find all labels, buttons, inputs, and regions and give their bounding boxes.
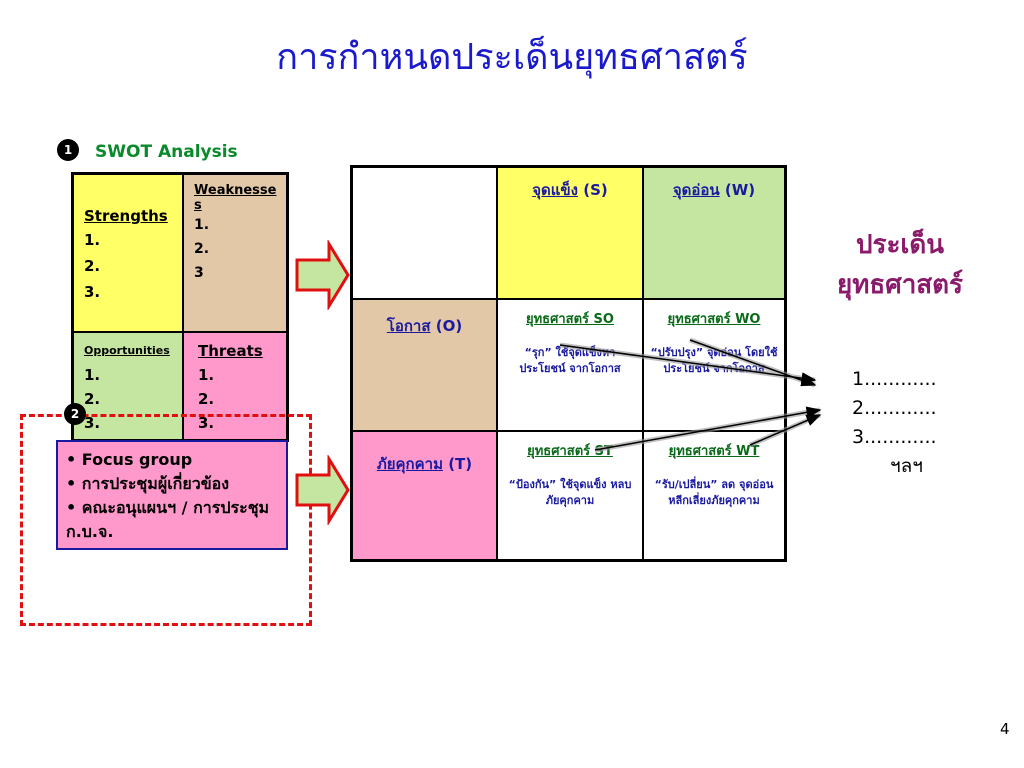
strengths-header-code: (S) [578, 181, 608, 199]
wt-strategy-desc: “รับ/เปลี่ยน” ลด จุดอ่อน หลีกเลี่ยงภัยคุ… [654, 478, 774, 507]
strengths-heading: Strengths [84, 207, 168, 225]
converging-arrows [559, 337, 822, 453]
threats-item: 2. [198, 390, 215, 408]
arrow-right-icon [295, 455, 350, 525]
weaknesses-cell: Weaknesses 1. 2. 3 [183, 174, 287, 332]
arrow-right-icon [295, 240, 350, 310]
arrow-line [689, 339, 817, 387]
focus-item: • การประชุมผู้เกี่ยวข้อง [66, 474, 230, 493]
weaknesses-heading: Weaknesses [194, 183, 277, 213]
opportunities-item: 3. [84, 414, 101, 432]
opportunities-header-code: (O) [430, 317, 463, 335]
focus-item: • Focus group [66, 450, 193, 469]
weaknesses-item: 2. [194, 241, 210, 257]
so-strategy-cell: ยุทธศาสตร์ SO “รุก” ใช้จุดแข็งหา ประโยชน… [497, 299, 643, 431]
opportunities-heading: Opportunities [84, 344, 170, 357]
wt-strategy-title: ยุทธศาสตร์ WT [668, 444, 760, 459]
opportunities-cell: Opportunities 1. 2. 3. [73, 332, 183, 440]
arrow-line [559, 344, 817, 385]
swot-grid: Strengths 1. 2. 3. Weaknesses 1. 2. 3 Op… [71, 172, 289, 442]
threats-header-code: (T) [442, 455, 473, 473]
focus-group-box: • Focus group • การประชุมผู้เกี่ยวข้อง •… [56, 440, 288, 550]
weaknesses-header-thai: จุดอ่อน [672, 181, 720, 199]
step-2-badge: 2 [64, 403, 86, 425]
strengths-header-thai: จุดแข็ง [532, 181, 579, 199]
so-strategy-title: ยุทธศาสตร์ SO [526, 312, 614, 327]
opportunities-item: 1. [84, 366, 101, 384]
strengths-item: 2. [84, 257, 101, 275]
opportunities-row-header: โอกาส (O) [352, 299, 497, 431]
dashed-highlight-box [20, 414, 312, 626]
issues-heading-line2: ยุทธศาสตร์ [836, 270, 964, 300]
issues-heading-line1: ประเด็น [856, 230, 944, 260]
step-1-badge: 1 [57, 139, 79, 161]
tows-matrix: จุดแข็ง (S) จุดอ่อน (W) โอกาส (O) ยุทธศา… [350, 165, 787, 562]
issue-item: 2............ [852, 397, 937, 419]
st-strategy-desc: “ป้องกัน” ใช้จุดแข็ง หลบภัยคุกคาม [508, 478, 632, 507]
threats-header-thai: ภัยคุกคาม [376, 455, 443, 473]
strengths-column-header: จุดแข็ง (S) [497, 167, 643, 299]
opportunities-item: 2. [84, 390, 101, 408]
weaknesses-item: 3 [194, 265, 204, 281]
arrow-line [594, 406, 822, 451]
page-number: 4 [1000, 720, 1010, 738]
threats-row-header: ภัยคุกคาม (T) [352, 431, 497, 560]
page-title: การกำหนดประเด็นยุทธศาสตร์ [276, 37, 748, 78]
matrix-corner-cell [352, 167, 497, 299]
focus-item: • คณะอนุแผนฯ / การประชุม ก.บ.จ. [66, 498, 270, 541]
arrow-line [749, 414, 822, 446]
st-strategy-cell: ยุทธศาสตร์ ST “ป้องกัน” ใช้จุดแข็ง หลบภั… [497, 431, 643, 560]
issue-item: 1............ [852, 368, 937, 390]
strategic-issues-list: 1............ 2............ 3...........… [852, 365, 937, 481]
strengths-item: 3. [84, 283, 101, 301]
weaknesses-header-code: (W) [719, 181, 756, 199]
strategic-issues-heading: ประเด็น ยุทธศาสตร์ [800, 225, 1000, 305]
threats-cell: Threats 1. 2. 3. [183, 332, 287, 440]
weaknesses-column-header: จุดอ่อน (W) [643, 167, 785, 299]
strengths-cell: Strengths 1. 2. 3. [73, 174, 183, 332]
issue-etc: ฯลฯ [890, 455, 923, 477]
threats-item: 3. [198, 414, 215, 432]
opportunities-header-thai: โอกาส [386, 317, 431, 335]
wt-strategy-cell: ยุทธศาสตร์ WT “รับ/เปลี่ยน” ลด จุดอ่อน ห… [643, 431, 785, 560]
issue-item: 3............ [852, 426, 937, 448]
strengths-item: 1. [84, 231, 101, 249]
weaknesses-item: 1. [194, 217, 210, 233]
swot-analysis-label: SWOT Analysis [95, 142, 238, 162]
st-strategy-title: ยุทธศาสตร์ ST [527, 444, 613, 459]
threats-heading: Threats [198, 342, 263, 360]
threats-item: 1. [198, 366, 215, 384]
wo-strategy-title: ยุทธศาสตร์ WO [667, 312, 761, 327]
